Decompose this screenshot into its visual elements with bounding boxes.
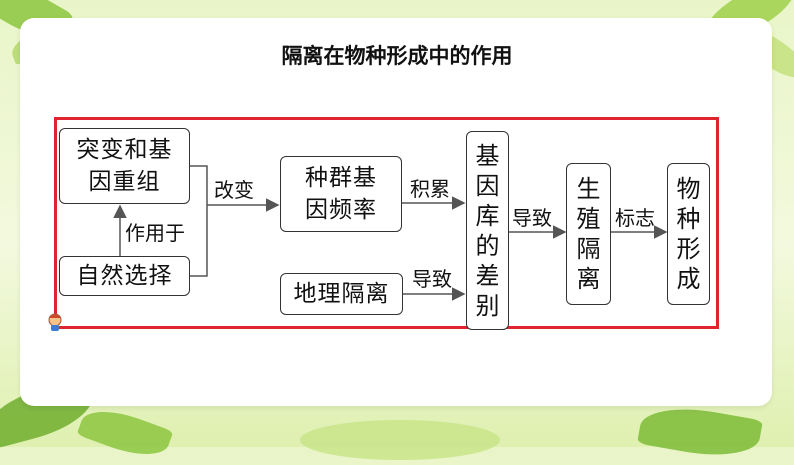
node-text-line: 种群基	[305, 165, 377, 191]
node-char: 隔	[576, 235, 601, 263]
node-text: 自然选择	[76, 263, 173, 289]
edge-label-lead-to-1: 导致	[412, 267, 452, 291]
node-natural-selection: 自然选择	[59, 256, 190, 296]
node-char: 形	[676, 235, 701, 263]
node-char: 基	[475, 141, 500, 170]
node-char: 殖	[576, 205, 601, 233]
node-char: 离	[576, 265, 601, 293]
node-text-line: 因频率	[305, 197, 377, 223]
node-char: 成	[676, 265, 701, 293]
node-text: 地理隔离	[293, 281, 390, 307]
node-char: 因	[475, 171, 500, 200]
node-reproductive-isolation: 生 殖 隔 离	[566, 163, 611, 305]
bracket-connector	[190, 165, 208, 277]
node-char: 种	[676, 205, 701, 233]
edge-label-accumulate: 积累	[410, 177, 450, 201]
node-char: 物	[676, 175, 701, 203]
edge-label-change: 改变	[214, 178, 254, 202]
node-char: 的	[475, 231, 500, 260]
node-gene-pool-difference: 基 因 库 的 差 别	[466, 131, 509, 330]
slide-title: 隔离在物种形成中的作用	[281, 44, 513, 68]
node-geographic-isolation: 地理隔离	[280, 273, 403, 315]
diagram-connectors	[113, 165, 668, 301]
node-char: 别	[475, 291, 500, 320]
node-speciation: 物 种 形 成	[667, 163, 710, 305]
node-text-line: 因重组	[88, 169, 161, 195]
node-char: 差	[475, 261, 500, 290]
edge-label-lead-to-2: 导致	[512, 206, 552, 230]
edge-label-marks: 标志	[615, 206, 655, 230]
edge-label-acts-on: 作用于	[125, 221, 185, 245]
diagram-frame	[54, 117, 719, 329]
node-text-line: 突变和基	[76, 137, 173, 163]
node-gene-frequency: 种群基 因频率	[280, 156, 402, 232]
node-char: 库	[475, 201, 500, 230]
node-char: 生	[576, 175, 601, 203]
mascot-icon	[48, 313, 62, 331]
node-mutation-recombination: 突变和基 因重组	[59, 128, 190, 204]
